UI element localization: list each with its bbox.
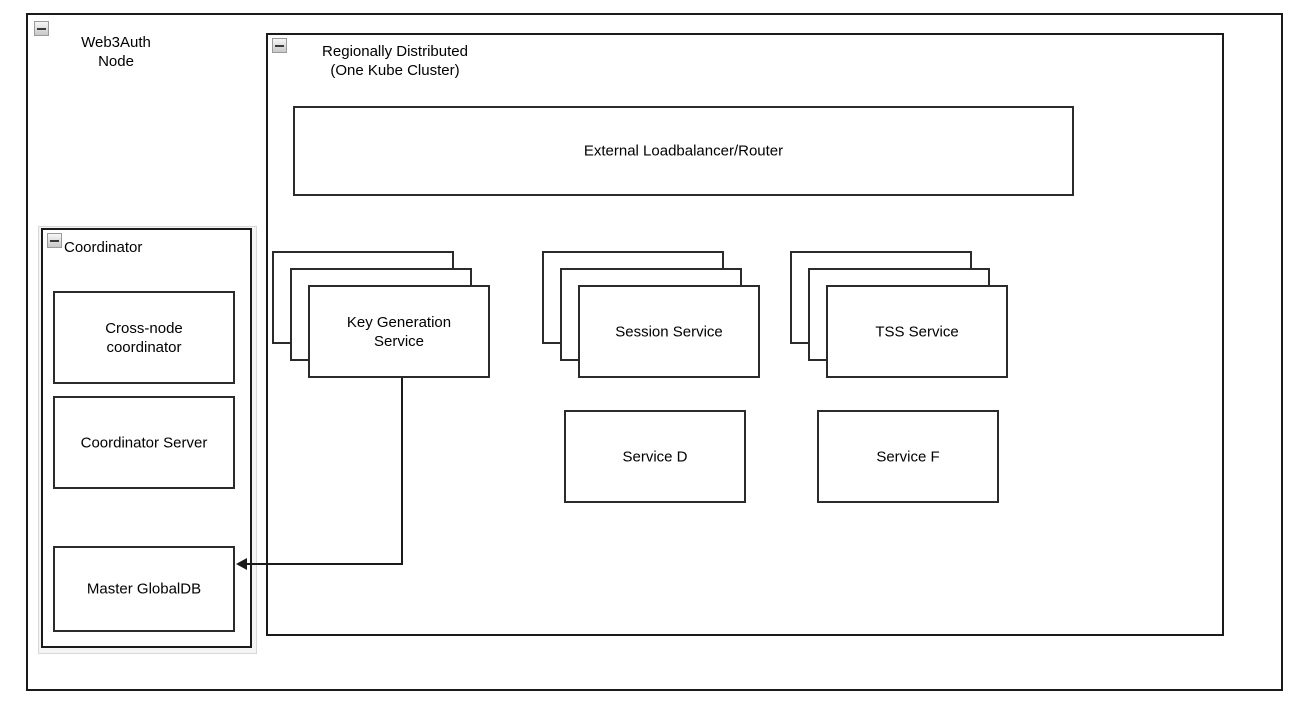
cross-node-coordinator-box[interactable]: Cross-node coordinator bbox=[53, 291, 235, 384]
coordinator-label: Coordinator bbox=[64, 239, 143, 256]
service-f-label: Service F bbox=[876, 448, 940, 465]
key-generation-service-replica-1[interactable]: Key Generation Service bbox=[308, 285, 490, 378]
tss-service-label: TSS Service bbox=[875, 323, 959, 340]
web3auth-node-label: Web3Auth Node bbox=[81, 34, 151, 70]
coordinator-collapse-icon[interactable] bbox=[47, 233, 62, 248]
master-globaldb-box[interactable]: Master GlobalDB bbox=[53, 546, 235, 632]
keygen-to-master-globaldb-arrowhead bbox=[236, 558, 247, 570]
web3auth-node-collapse-icon[interactable] bbox=[34, 21, 49, 36]
session-service-replica-1[interactable]: Session Service bbox=[578, 285, 760, 378]
keygen-to-master-globaldb-horizontal-segment bbox=[247, 563, 403, 565]
service-d-label: Service D bbox=[622, 448, 688, 465]
external-loadbalancer-router-label: External Loadbalancer/Router bbox=[583, 142, 784, 160]
tss-service-stack[interactable]: TSS Service bbox=[790, 251, 1008, 378]
keygen-to-master-globaldb-vertical-segment bbox=[401, 378, 403, 565]
key-generation-service-stack[interactable]: Key Generation Service bbox=[272, 251, 490, 378]
tss-service-replica-1[interactable]: TSS Service bbox=[826, 285, 1008, 378]
master-globaldb-label: Master GlobalDB bbox=[86, 580, 202, 598]
external-loadbalancer-router-box[interactable]: External Loadbalancer/Router bbox=[293, 106, 1074, 196]
coordinator-server-label: Coordinator Server bbox=[80, 434, 208, 451]
key-generation-service-label: Key Generation Service bbox=[346, 313, 452, 350]
service-d-box[interactable]: Service D bbox=[564, 410, 746, 503]
cross-node-coordinator-label: Cross-node coordinator bbox=[105, 319, 183, 356]
coordinator-server-box[interactable]: Coordinator Server bbox=[53, 396, 235, 489]
session-service-label: Session Service bbox=[615, 323, 723, 340]
cluster-label: Regionally Distributed (One Kube Cluster… bbox=[322, 43, 468, 79]
service-f-box[interactable]: Service F bbox=[817, 410, 999, 503]
cluster-collapse-icon[interactable] bbox=[272, 38, 287, 53]
session-service-stack[interactable]: Session Service bbox=[542, 251, 760, 378]
